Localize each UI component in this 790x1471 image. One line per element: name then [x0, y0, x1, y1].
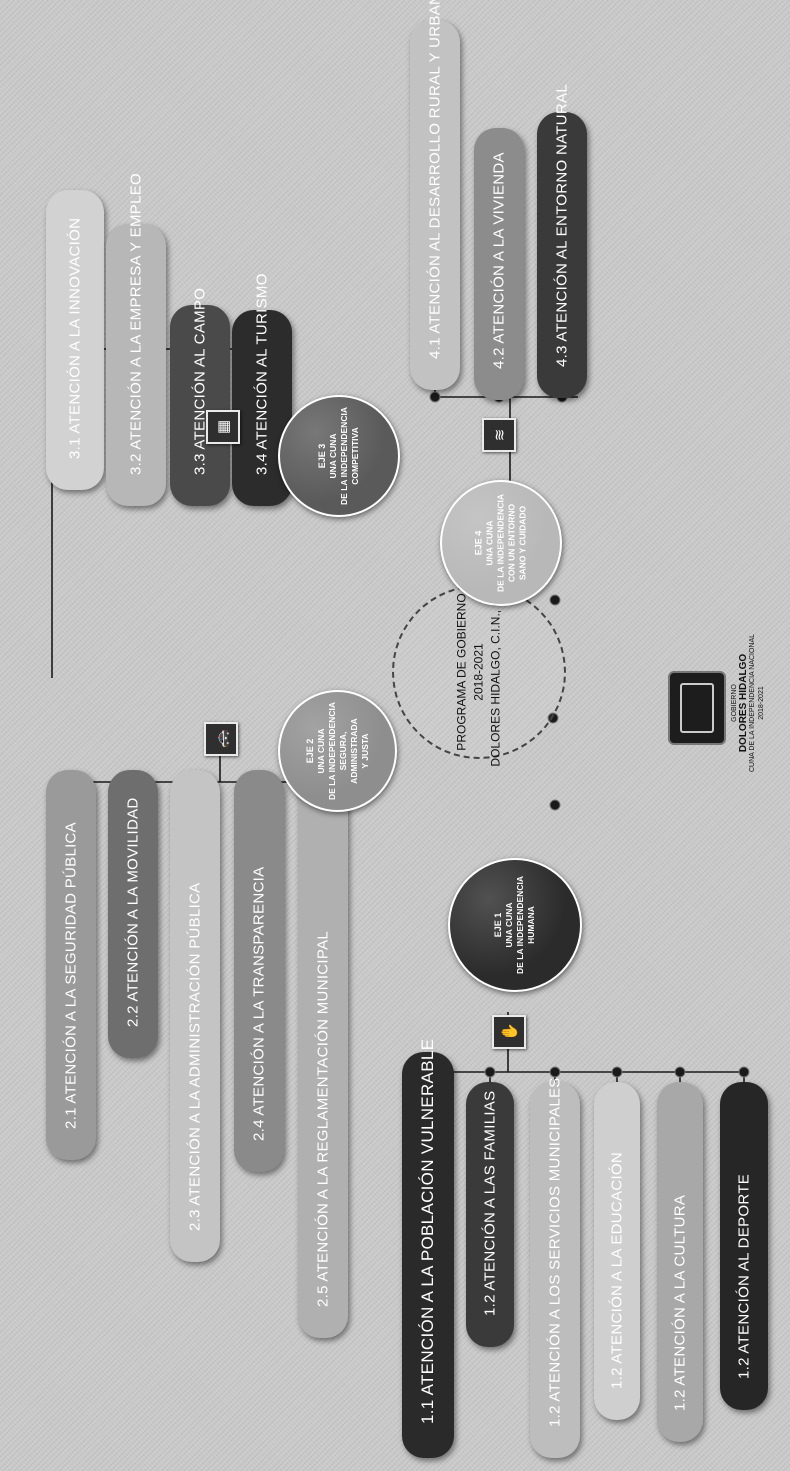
item-bar-eje4-3: 4.3 ATENCIÓN AL ENTORNO NATURAL	[537, 84, 587, 398]
axis-subtitle-line: ADMINISTRADA	[348, 718, 359, 784]
item-bar-eje3-1: 3.1 ATENCIÓN A LA INNOVACIÓN	[46, 190, 104, 490]
item-bar-eje2-3: 2.3 ATENCIÓN A LA ADMINISTRACIÓN PÚBLICA	[170, 770, 220, 1262]
connector-dot	[549, 594, 561, 606]
item-label: 4.2 ATENCIÓN A LA VIVIENDA	[490, 152, 508, 369]
axis-subtitle-line: UNA CUNA	[328, 433, 338, 479]
item-bar-eje2-2: 2.2 ATENCIÓN A LA MOVILIDAD	[108, 770, 158, 1058]
item-label: 1.2 ATENCIÓN AL DEPORTE	[735, 1173, 753, 1379]
axis-subtitle-line: UNA CUNA	[315, 728, 326, 774]
axis-subtitle-line: DE LA INDEPENDENCIA	[339, 407, 349, 505]
item-bar-eje2-5: 2.5 ATENCIÓN A LA REGLAMENTACIÓN MUNICIP…	[298, 770, 348, 1338]
axis-subtitle-line: Y JUSTA	[359, 733, 370, 769]
center-title-line2: 2018-2021	[471, 643, 486, 701]
logo-line3: CUNA DE LA INDEPENDENCIA NACIONAL	[749, 633, 756, 773]
item-label: 1.2 ATENCIÓN A LA EDUCACIÓN	[608, 1151, 626, 1389]
axis-subtitle-line: DE LA INDEPENDENCIA	[495, 494, 506, 592]
axis-subtitle-line: DE LA INDEPENDENCIA	[326, 702, 337, 800]
connector-dot	[611, 1066, 623, 1078]
item-bar-eje1-5: 1.2 ATENCIÓN A LA CULTURA	[657, 1082, 703, 1442]
axis-subtitle-line: UNA CUNA	[484, 520, 495, 566]
municipal-logo: GOBIERNO DOLORES HIDALGO CUNA DE LA INDE…	[660, 634, 770, 772]
item-bar-eje1-6: 1.2 ATENCIÓN AL DEPORTE	[720, 1082, 768, 1410]
item-label: 4.1 ATENCIÓN AL DESARROLLO RURAL Y URBAN…	[426, 0, 444, 359]
handshake-icon: ✋	[492, 1015, 526, 1049]
axis-title: EJE 1	[493, 912, 503, 938]
axis-subtitle-line: SEGURA,	[337, 731, 348, 771]
axis-subtitle-line: HUMANA	[526, 906, 536, 944]
item-label: 1.2 ATENCIÓN A LA CULTURA	[671, 1194, 689, 1411]
axis-title: EJE 4	[473, 530, 484, 556]
axis-title: EJE 3	[317, 443, 327, 469]
item-label: 1.2 ATENCIÓN A LAS FAMILIAS	[481, 1090, 499, 1316]
connector-dot	[549, 799, 561, 811]
connector-dot	[429, 391, 441, 403]
axis-title: EJE 2	[304, 738, 315, 764]
connector-dot	[484, 1066, 496, 1078]
item-bar-eje1-3: 1.2 ATENCIÓN A LOS SERVICIOS MUNICIPALES	[530, 1077, 580, 1458]
coat-of-arms-icon	[668, 671, 726, 745]
axis-subtitle-line: COMPETITIVA	[350, 427, 360, 485]
item-label: 3.4 ATENCIÓN AL TURISMO	[253, 273, 271, 475]
item-label: 1.2 ATENCIÓN A LOS SERVICIOS MUNICIPALES	[546, 1077, 564, 1427]
item-bar-eje4-1: 4.1 ATENCIÓN AL DESARROLLO RURAL Y URBAN…	[410, 0, 460, 390]
item-label: 2.1 ATENCIÓN A LA SEGURIDAD PÚBLICA	[62, 822, 80, 1129]
axis-subtitle-line: UNA CUNA	[504, 902, 514, 948]
item-label: 2.5 ATENCIÓN A LA REGLAMENTACIÓN MUNICIP…	[314, 930, 332, 1307]
connector-dot	[549, 1066, 561, 1078]
item-bar-eje3-2: 3.2 ATENCIÓN A LA EMPRESA Y EMPLEO	[106, 173, 166, 506]
logo-line4: 2018-2021	[758, 686, 765, 720]
connector-dot	[674, 1066, 686, 1078]
center-circle: PROGRAMA DE GOBIERNO 2018-2021 DOLORES H…	[392, 577, 566, 767]
factory-icon: ▦	[206, 410, 240, 444]
item-label: 2.3 ATENCIÓN A LA ADMINISTRACIÓN PÚBLICA	[186, 882, 204, 1232]
item-label: 2.4 ATENCIÓN A LA TRANSPARENCIA	[250, 866, 268, 1141]
item-label: 4.3 ATENCIÓN AL ENTORNO NATURAL	[553, 84, 571, 367]
water-drops-icon: ≋	[482, 418, 516, 452]
item-bar-eje2-1: 2.1 ATENCIÓN A LA SEGURIDAD PÚBLICA	[46, 770, 96, 1160]
center-title-line1: PROGRAMA DE GOBIERNO	[454, 593, 469, 751]
logo-line2: DOLORES HIDALGO	[738, 653, 749, 753]
item-bar-eje4-2: 4.2 ATENCIÓN A LA VIVIENDA	[474, 128, 524, 400]
axis-subtitle-line: DE LA INDEPENDENCIA	[515, 876, 525, 974]
item-bar-eje2-4: 2.4 ATENCIÓN A LA TRANSPARENCIA	[234, 770, 284, 1172]
item-bar-eje1-2: 1.2 ATENCIÓN A LAS FAMILIAS	[466, 1082, 514, 1347]
axis-subtitle-line: SANO Y CUIDADO	[517, 505, 528, 581]
item-label: 3.2 ATENCIÓN A LA EMPRESA Y EMPLEO	[127, 173, 145, 475]
connector-dot	[738, 1066, 750, 1078]
item-label: 3.1 ATENCIÓN A LA INNOVACIÓN	[66, 217, 84, 459]
item-bar-eje3-3: 3.3 ATENCIÓN AL CAMPO	[170, 288, 230, 506]
item-label: 3.3 ATENCIÓN AL CAMPO	[191, 287, 209, 475]
item-label: 2.2 ATENCIÓN A LA MOVILIDAD	[124, 797, 142, 1027]
logo-text: GOBIERNO DOLORES HIDALGO CUNA DE LA INDE…	[730, 634, 766, 772]
police-car-icon: 🚓	[204, 722, 238, 756]
item-label: 1.1 ATENCIÓN A LA POBLACIÓN VULNERABLE	[418, 1038, 437, 1424]
axis-subtitle-line: CON UN ENTORNO	[506, 503, 517, 583]
item-bar-eje1-4: 1.2 ATENCIÓN A LA EDUCACIÓN	[594, 1082, 640, 1420]
item-bar-eje1-1: 1.1 ATENCIÓN A LA POBLACIÓN VULNERABLE	[402, 1039, 454, 1458]
